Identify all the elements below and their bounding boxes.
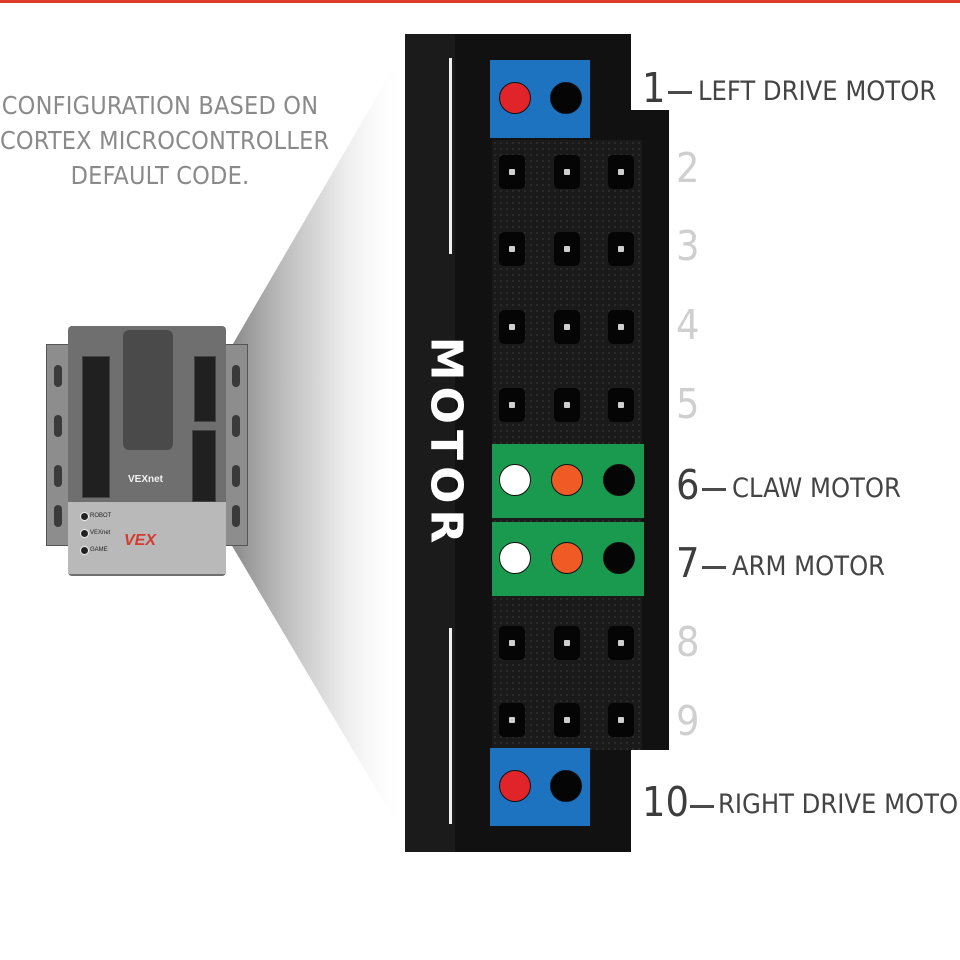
port-6-label: CLAW MOTOR (732, 473, 901, 504)
port-6-white-wire-icon (499, 464, 531, 496)
port-3-number: 3 (676, 222, 700, 270)
port-9-number: 9 (676, 697, 700, 745)
port-10-black-wire-icon (550, 770, 582, 802)
port-1-connector (490, 60, 590, 138)
port-2-pin-2 (554, 155, 580, 189)
mounting-bracket-left (46, 344, 70, 546)
configuration-caption: CONFIGURATION BASED ON CORTEX MICROCONTR… (0, 88, 330, 193)
port-1-red-wire-icon (499, 82, 531, 114)
port-10-connector (490, 748, 590, 826)
port-8-number: 8 (676, 618, 700, 666)
port-1-dash (668, 91, 692, 94)
port-4-pin-3 (608, 310, 634, 344)
rail-line-top (449, 58, 452, 254)
port-3-pin-1 (499, 232, 525, 266)
game-led-icon (80, 546, 89, 555)
port-7-white-wire-icon (499, 542, 531, 574)
port-2-pin-1 (499, 155, 525, 189)
cortex-battery-slot (123, 330, 173, 450)
port-7-black-wire-icon (603, 542, 635, 574)
port-4-number: 4 (676, 301, 700, 349)
port-7-dash (702, 566, 726, 569)
motor-panel-label: MOTOR (421, 290, 472, 596)
port-7-number: 7 (676, 539, 700, 587)
motor-header (192, 430, 216, 502)
port-6-number: 6 (676, 461, 700, 509)
port-8-pin-1 (499, 626, 525, 660)
port-6-dash (702, 488, 726, 491)
rail-line-bottom (449, 628, 452, 824)
port-7-connector (492, 522, 644, 596)
cortex-microcontroller: VEXnet ROBOT VEXnet GAME VEX (46, 326, 248, 576)
port-3-pin-3 (608, 232, 634, 266)
panel-rail (405, 34, 455, 852)
port-6-black-wire-icon (603, 464, 635, 496)
vexnet-led-icon (80, 529, 89, 538)
vexnet-led-label: VEXnet (90, 530, 111, 536)
port-10-dash (690, 805, 714, 808)
caption-line-3: DEFAULT CODE. (70, 161, 250, 190)
cortex-brand: VEXnet (128, 474, 164, 485)
port-3-pin-2 (554, 232, 580, 266)
caption-line-1: CONFIGURATION BASED ON (1, 91, 319, 120)
port-8-pin-3 (608, 626, 634, 660)
port-5-number: 5 (676, 380, 700, 428)
port-1-number: 1 (642, 64, 666, 112)
game-led-label: GAME (90, 547, 108, 553)
port-9-pin-1 (499, 703, 525, 737)
port-2-number: 2 (676, 144, 700, 192)
robot-led-label: ROBOT (90, 513, 112, 519)
port-5-pin-1 (499, 388, 525, 422)
port-5-pin-3 (608, 388, 634, 422)
caption-line-2: CORTEX MICROCONTROLLER (0, 126, 330, 155)
mounting-bracket-right (224, 344, 248, 546)
port-4-pin-2 (554, 310, 580, 344)
port-6-orange-wire-icon (551, 464, 583, 496)
digital-header (82, 356, 110, 498)
port-1-label: LEFT DRIVE MOTOR (698, 76, 937, 107)
port-5-pin-2 (554, 388, 580, 422)
port-10-label: RIGHT DRIVE MOTOR (718, 789, 960, 820)
port-9-pin-3 (608, 703, 634, 737)
top-accent-bar (0, 0, 960, 3)
cortex-front-panel (68, 502, 226, 574)
port-7-orange-wire-icon (551, 542, 583, 574)
port-2-pin-3 (608, 155, 634, 189)
port-4-pin-1 (499, 310, 525, 344)
port-10-number: 10 (642, 778, 689, 826)
port-1-black-wire-icon (550, 82, 582, 114)
port-6-connector (492, 444, 644, 518)
port-9-pin-2 (554, 703, 580, 737)
robot-led-icon (80, 512, 89, 521)
port-10-red-wire-icon (499, 770, 531, 802)
motor-panel-label-text: MOTOR (420, 336, 472, 550)
vex-edr-logo: VEX (124, 532, 157, 549)
port-7-label: ARM MOTOR (732, 551, 886, 582)
port-8-pin-2 (554, 626, 580, 660)
analog-header (194, 356, 216, 422)
